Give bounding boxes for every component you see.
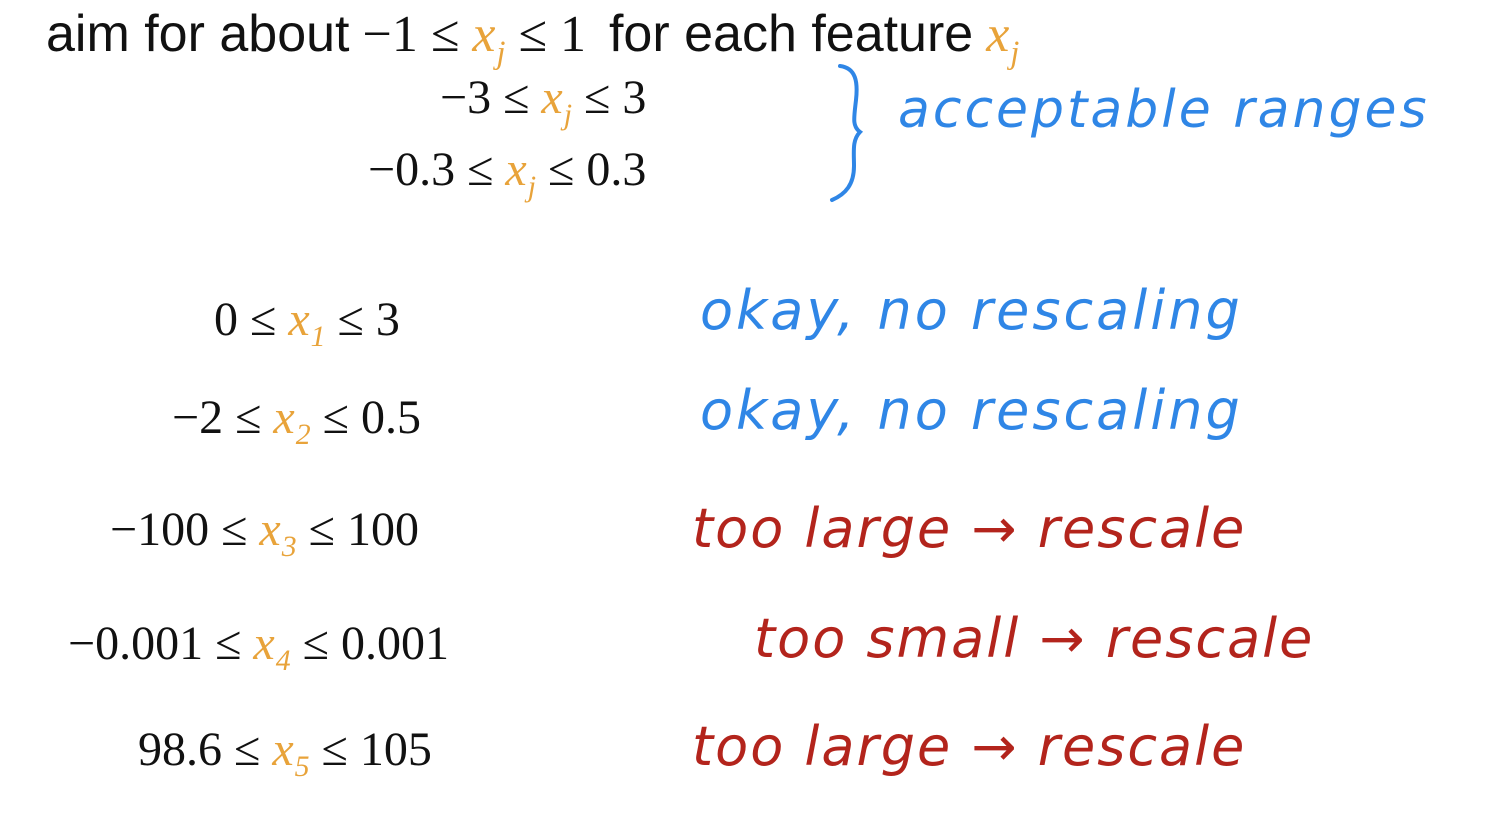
header-trail-variable: xj [986,6,1020,71]
acceptable-range-row: −0.3 ≤ xj ≤ 0.3 [368,143,647,204]
feature-range-row: 98.6 ≤ x5 ≤ 105 [138,723,432,784]
header-upper-bound: 1 [559,6,586,63]
feature-note-rescale: too small → rescale [754,607,1315,670]
header-line: aim for about −1 ≤ xj ≤ 1 for each featu… [46,5,1020,71]
feature-range-row: −100 ≤ x3 ≤ 100 [110,503,419,564]
feature-note-ok: okay, no rescaling [700,279,1243,342]
acceptable-range-row: −3 ≤ xj ≤ 3 [440,71,647,132]
feature-range-row: −2 ≤ x2 ≤ 0.5 [172,391,421,452]
feature-range-row: −0.001 ≤ x4 ≤ 0.001 [68,617,449,678]
acceptable-ranges-label: acceptable ranges [898,80,1430,140]
header-le-symbol: ≤ [518,6,547,63]
header-lower-bound: −1 [362,6,418,63]
feature-note-rescale: too large → rescale [692,497,1247,560]
feature-note-ok: okay, no rescaling [700,379,1243,442]
header-le-symbol: ≤ [430,6,460,63]
header-trail-text: for each feature [608,5,974,63]
header-variable: xj [472,6,506,71]
header-lead-text: aim for about [46,5,350,63]
curly-brace-icon [830,64,864,202]
feature-range-row: 0 ≤ x1 ≤ 3 [214,293,400,354]
feature-note-rescale: too large → rescale [692,715,1247,778]
